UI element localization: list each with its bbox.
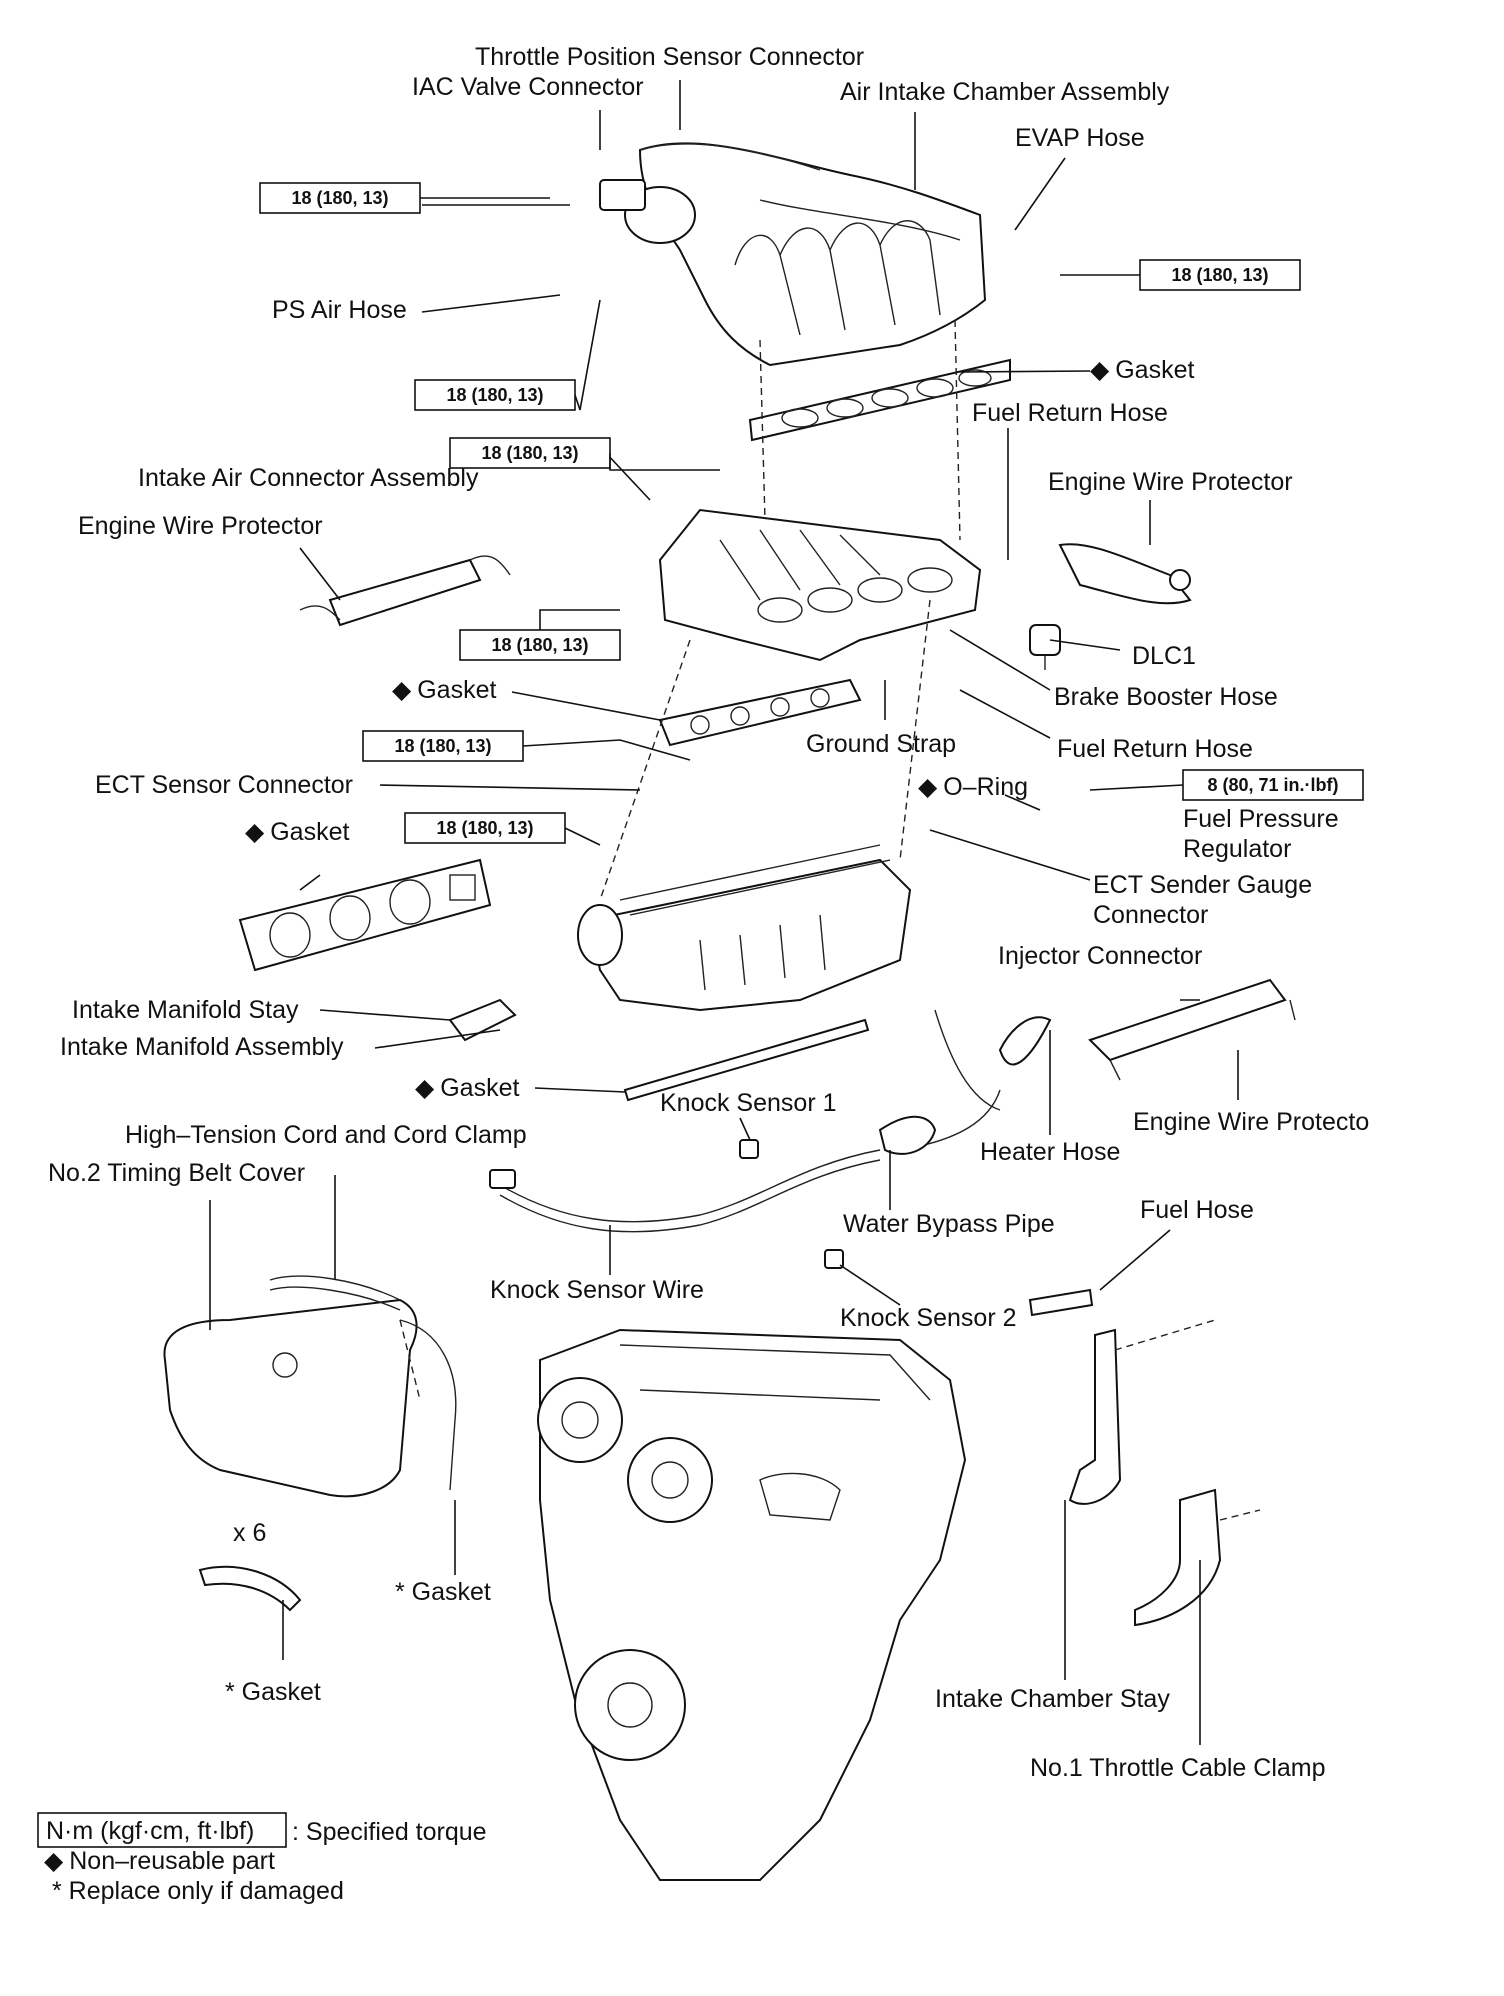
label-fuel-return-hose-bottom: Fuel Return Hose: [1057, 735, 1253, 763]
torque-value: 18 (180, 13): [481, 443, 578, 463]
diamond-symbol: ◆: [245, 818, 265, 846]
engine-wire-protector-lower-drawing: [1088, 978, 1296, 1081]
torque-value: 18 (180, 13): [491, 635, 588, 655]
label-water-bypass-pipe: Water Bypass Pipe: [843, 1210, 1055, 1238]
legend-non-reusable: ◆Non–reusable part: [44, 1847, 275, 1875]
label-engine-wire-protector-left: Engine Wire Protector: [78, 512, 323, 540]
knock-sensors-drawing: [739, 1139, 844, 1269]
label-no1-throttle-cable-clamp: No.1 Throttle Cable Clamp: [1030, 1754, 1326, 1782]
manifold-gasket-left-drawing: [238, 858, 492, 972]
alignment-lines: [399, 319, 1261, 1521]
torque-box-1: 18 (180, 13): [259, 182, 421, 214]
label-throttle-position-sensor-connector: Throttle Position Sensor Connector: [475, 43, 864, 71]
torque-box-5: 18 (180, 13): [459, 629, 621, 661]
cord-gasket-drawing: [198, 1565, 302, 1612]
label-air-intake-chamber-assembly: Air Intake Chamber Assembly: [840, 78, 1170, 106]
label-no2-timing-belt-cover: No.2 Timing Belt Cover: [48, 1159, 305, 1187]
label-ps-air-hose: PS Air Hose: [272, 296, 407, 324]
label-gasket-connector: ◆Gasket: [392, 676, 496, 704]
label-ect-sender-gauge-connector-2: Connector: [1093, 901, 1208, 929]
label-knock-sensor-wire: Knock Sensor Wire: [490, 1276, 704, 1304]
label-engine-wire-protector-lower: Engine Wire Protecto: [1133, 1108, 1369, 1136]
label-o-ring: ◆O–Ring: [918, 773, 1028, 801]
legend-replace-if-damaged: * Replace only if damaged: [52, 1877, 344, 1905]
gasket-lower-text: Gasket: [440, 1074, 519, 1102]
torque-value: 18 (180, 13): [446, 385, 543, 405]
chamber-gasket-drawing: [748, 358, 1011, 442]
label-intake-chamber-stay: Intake Chamber Stay: [935, 1685, 1170, 1713]
diamond-symbol: ◆: [918, 773, 938, 801]
diamond-symbol: ◆: [415, 1074, 435, 1102]
label-intake-air-connector-assembly: Intake Air Connector Assembly: [138, 464, 479, 492]
gasket-manifold-text: Gasket: [270, 818, 349, 846]
label-gasket-lower: ◆Gasket: [415, 1074, 519, 1102]
label-intake-manifold-stay: Intake Manifold Stay: [72, 996, 299, 1024]
torque-box-7: 18 (180, 13): [404, 812, 566, 844]
label-fuel-pressure-regulator-2: Regulator: [1183, 835, 1291, 863]
torque-box-8: 8 (80, 71 in.·lbf): [1182, 769, 1364, 801]
o-ring-text: O–Ring: [943, 773, 1028, 801]
diamond-symbol: ◆: [1090, 356, 1110, 384]
torque-box-4: 18 (180, 13): [449, 437, 611, 469]
label-ect-sensor-connector: ECT Sensor Connector: [95, 771, 353, 799]
label-heater-hose: Heater Hose: [980, 1138, 1120, 1166]
label-high-tension-cord: High–Tension Cord and Cord Clamp: [125, 1121, 527, 1149]
label-dlc1: DLC1: [1132, 642, 1196, 670]
lower-gasket-strip-drawing: [623, 1018, 870, 1102]
intake-manifold-stay-drawing: [448, 998, 517, 1042]
label-gasket-star-2: * Gasket: [225, 1678, 321, 1706]
torque-value: 8 (80, 71 in.·lbf): [1207, 775, 1338, 795]
torque-value: 18 (180, 13): [394, 736, 491, 756]
label-gasket-manifold: ◆Gasket: [245, 818, 349, 846]
intake-chamber-stay-drawing: [1068, 1328, 1122, 1505]
dlc1-drawing: [1029, 624, 1061, 670]
torque-value: 18 (180, 13): [291, 188, 388, 208]
knock-sensor-wire-drawing: [489, 1149, 881, 1233]
torque-value: 18 (180, 13): [1171, 265, 1268, 285]
gasket-connector-text: Gasket: [417, 676, 496, 704]
torque-leaders: [420, 197, 1184, 846]
label-evap-hose: EVAP Hose: [1015, 124, 1145, 152]
label-engine-wire-protector-right: Engine Wire Protector: [1048, 468, 1293, 496]
label-knock-sensor-2: Knock Sensor 2: [840, 1304, 1017, 1332]
legend: N·m (kgf·cm, ft·lbf) : Specified torque …: [37, 1812, 487, 1905]
label-fuel-hose: Fuel Hose: [1140, 1196, 1254, 1224]
label-ground-strap: Ground Strap: [806, 730, 956, 758]
diamond-symbol: ◆: [44, 1847, 64, 1875]
torque-box-2: 18 (180, 13): [1139, 259, 1301, 291]
torque-value: 18 (180, 13): [436, 818, 533, 838]
legend-unit-box: N·m (kgf·cm, ft·lbf): [46, 1817, 254, 1845]
label-knock-sensor-1: Knock Sensor 1: [660, 1089, 837, 1117]
diamond-symbol: ◆: [392, 676, 412, 704]
throttle-cable-clamp-drawing: [1134, 1488, 1222, 1627]
engine-wire-protector-left-drawing: [299, 555, 511, 627]
engine-block-drawing: [537, 1328, 967, 1881]
intake-manifold-drawing: [577, 844, 912, 1012]
non-reusable-text: Non–reusable part: [69, 1847, 275, 1875]
label-gasket-star-1: * Gasket: [395, 1578, 491, 1606]
timing-belt-cover-drawing: [163, 1275, 457, 1498]
label-fuel-return-hose-top: Fuel Return Hose: [972, 399, 1168, 427]
label-x6: x 6: [233, 1519, 266, 1547]
label-ect-sender-gauge-connector-1: ECT Sender Gauge: [1093, 871, 1312, 899]
intake-air-connector-drawing: [658, 508, 982, 662]
engine-wire-protector-right-drawing: [1058, 543, 1192, 605]
leader-lines: [209, 80, 1239, 1745]
torque-box-3: 18 (180, 13): [414, 379, 576, 411]
label-injector-connector: Injector Connector: [998, 942, 1202, 970]
label-brake-booster-hose: Brake Booster Hose: [1054, 683, 1278, 711]
air-intake-chamber-drawing: [599, 142, 987, 367]
connector-gasket-drawing: [658, 678, 862, 747]
heater-hose-drawing: [878, 1009, 1052, 1155]
fuel-hose-drawing: [1028, 1288, 1094, 1317]
gasket-chamber-text: Gasket: [1115, 356, 1194, 384]
legend-specified-torque: : Specified torque: [292, 1818, 487, 1846]
label-iac-valve-connector: IAC Valve Connector: [412, 73, 644, 101]
label-gasket-chamber: ◆Gasket: [1090, 356, 1194, 384]
label-fuel-pressure-regulator-1: Fuel Pressure: [1183, 805, 1339, 833]
torque-box-6: 18 (180, 13): [362, 730, 524, 762]
label-intake-manifold-assembly: Intake Manifold Assembly: [60, 1033, 344, 1061]
